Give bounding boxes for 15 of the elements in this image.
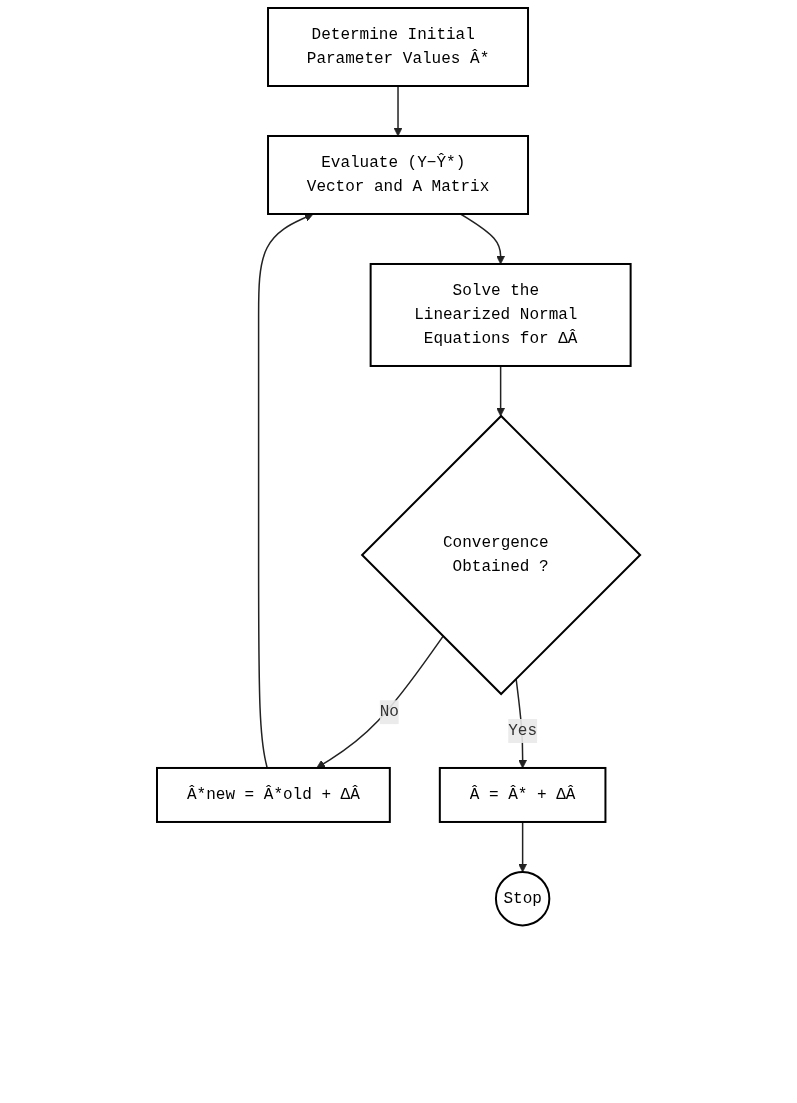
node-circle: Stop bbox=[494, 870, 551, 927]
arrow bbox=[459, 213, 505, 265]
arrow bbox=[518, 821, 527, 873]
node-box: Evaluate (Y−Ŷ*) Vector and A Matrix bbox=[266, 135, 529, 215]
node-box: Â*new = Â*old + ΔÂ bbox=[155, 766, 391, 823]
edge-label: Yes bbox=[508, 721, 537, 740]
node-box: Solve the Linearized Normal Equations for ΔÂ bbox=[369, 263, 632, 367]
arrow bbox=[316, 635, 444, 769]
node-box: Â = Â* + ΔÂ bbox=[438, 766, 607, 823]
edge-label: No bbox=[379, 703, 399, 722]
node-diamond: Convergence Obtained ? bbox=[360, 414, 642, 696]
node-box: Determine Initial Parameter Values Â* bbox=[266, 7, 529, 87]
arrow bbox=[393, 85, 403, 137]
arrow bbox=[257, 213, 314, 769]
arrow bbox=[496, 365, 505, 417]
